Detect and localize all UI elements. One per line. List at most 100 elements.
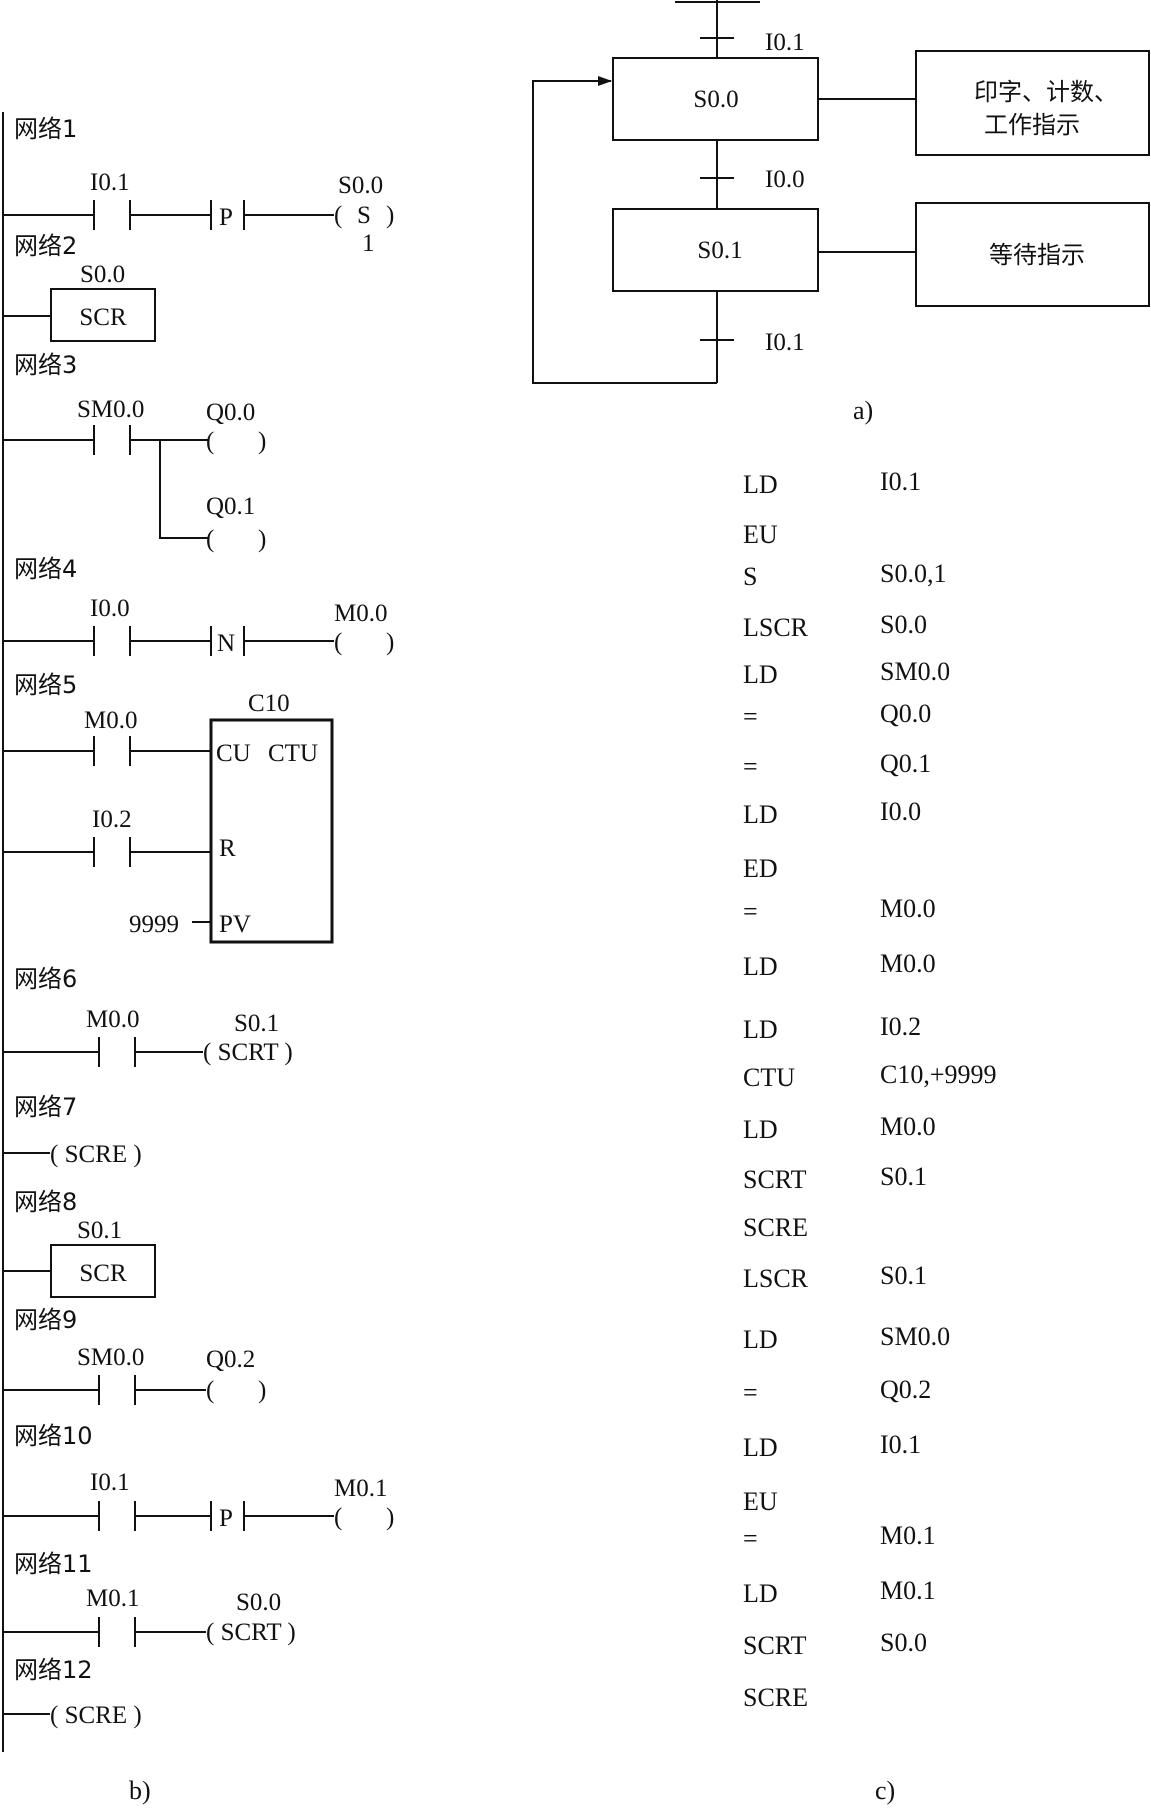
il-arg-10: M0.0: [880, 894, 936, 923]
network-5-pin-type: CTU: [268, 740, 318, 767]
network-5-title: 网络5: [14, 671, 77, 699]
network-5-r-contact-label: I0.2: [92, 806, 132, 833]
il-op-15: SCRT: [743, 1165, 807, 1194]
network-3-title: 网络3: [14, 351, 77, 379]
il-op-7: =: [743, 752, 758, 781]
il-op-16: SCRE: [743, 1213, 808, 1242]
il-arg-6: Q0.0: [880, 699, 931, 728]
il-op-6: =: [743, 702, 758, 731]
il-arg-18: SM0.0: [880, 1322, 950, 1351]
il-arg-3: S0.0,1: [880, 559, 946, 588]
network-9-contact-label: SM0.0: [77, 1344, 144, 1371]
il-op-24: SCRT: [743, 1631, 807, 1660]
il-op-11: LD: [743, 952, 778, 981]
network-5-pin-r: R: [219, 835, 236, 862]
il-arg-12: I0.2: [880, 1012, 921, 1041]
il-op-10: =: [743, 897, 758, 926]
il-op-18: LD: [743, 1325, 778, 1354]
il-op-23: LD: [743, 1579, 778, 1608]
sfc-step-s00-box: [612, 57, 819, 141]
sfc-action-s01-box: [915, 202, 1150, 307]
network-10-edge-label: P: [219, 1505, 233, 1532]
network-2-scr-box: [50, 288, 156, 342]
ladder-network-3: 网络3 SM0.0 Q0.0 ( ) Q0.1 ( ): [3, 351, 266, 553]
il-arg-22: M0.1: [880, 1521, 936, 1550]
network-8-box-label: SCR: [79, 1260, 127, 1287]
il-op-14: LD: [743, 1115, 778, 1144]
network-4-coil-open: (: [334, 629, 342, 656]
ladder-network-10: 网络10 I0.1 P M0.1 ( ): [3, 1422, 394, 1532]
sfc-transition-top-label: I0.1: [765, 29, 805, 56]
network-2-address: S0.0: [80, 261, 125, 288]
ladder-network-8: 网络8 S0.1 SCR: [3, 1188, 156, 1298]
sfc-diagram: I0.1 S0.0 印字、计数、 工作指示 I0.0 S0.1 等待指示 I0.…: [532, 0, 1150, 425]
network-9-coil-close: ): [258, 1377, 266, 1404]
network-1-contact-label: I0.1: [90, 169, 130, 196]
il-arg-4: S0.0: [880, 610, 927, 639]
network-11-coil-address: S0.0: [236, 1589, 281, 1616]
ladder-network-12: 网络12 ( SCRE ): [3, 1656, 142, 1729]
network-1-title: 网络1: [14, 115, 77, 143]
network-11-title: 网络11: [14, 1550, 93, 1578]
network-5-pin-pv: PV: [219, 911, 251, 938]
sfc-loop-arrow: [532, 76, 717, 384]
ladder-network-5: 网络5 C10 M0.0 CU CTU I0.2 R 9999 PV: [3, 671, 334, 944]
network-7-title: 网络7: [14, 1093, 77, 1121]
network-4-edge-label: N: [217, 630, 235, 657]
network-4-coil-close: ): [386, 629, 394, 656]
ladder-network-2: 网络2 S0.0 SCR: [3, 232, 156, 342]
il-arg-15: S0.1: [880, 1162, 927, 1191]
ladder-network-6: 网络6 M0.0 S0.1 ( SCRT ): [3, 965, 293, 1067]
network-6-coil-address: S0.1: [234, 1010, 279, 1037]
il-op-2: EU: [743, 520, 778, 549]
network-6-title: 网络6: [14, 965, 77, 993]
il-op-19: =: [743, 1378, 758, 1407]
network-11-contact-label: M0.1: [86, 1585, 139, 1612]
ladder-network-4: 网络4 I0.0 N M0.0 ( ): [3, 555, 394, 657]
network-5-pin-cu: CU: [216, 740, 251, 767]
network-1-coil-close: ): [386, 202, 394, 229]
il-op-5: LD: [743, 660, 778, 689]
sfc-action-s01-label: 等待指示: [989, 241, 1085, 269]
network-9-coil-address: Q0.2: [206, 1346, 255, 1373]
network-1-coil-address: S0.0: [338, 172, 383, 199]
network-5-pv-value: 9999: [129, 911, 179, 938]
network-4-title: 网络4: [14, 555, 77, 583]
network-5-ctu-block: [209, 718, 334, 944]
network-3-coil1-close: ): [258, 428, 266, 455]
network-3-branch: [159, 440, 209, 539]
network-8-title: 网络8: [14, 1188, 77, 1216]
network-5-counter-name: C10: [248, 690, 290, 717]
il-op-22: =: [743, 1524, 758, 1553]
network-4-coil-address: M0.0: [334, 600, 387, 627]
sfc-step-s01-box: [612, 208, 819, 292]
network-3-coil1-open: (: [206, 428, 214, 455]
il-arg-23: M0.1: [880, 1576, 936, 1605]
network-10-coil-address: M0.1: [334, 1475, 387, 1502]
il-op-1: LD: [743, 470, 778, 499]
network-5-cu-contact-label: M0.0: [84, 707, 137, 734]
il-arg-14: M0.0: [880, 1112, 936, 1141]
network-10-title: 网络10: [14, 1422, 93, 1450]
ladder-network-11: 网络11 M0.1 S0.0 ( SCRT ): [3, 1550, 296, 1647]
network-10-contact-label: I0.1: [90, 1469, 130, 1496]
network-10-coil-close: ): [386, 1504, 394, 1531]
il-op-13: CTU: [743, 1063, 795, 1092]
il-arg-19: Q0.2: [880, 1375, 931, 1404]
il-arg-13: C10,+9999: [880, 1060, 997, 1089]
sfc-step-s00-label: S0.0: [693, 86, 738, 113]
network-10-coil-open: (: [334, 1504, 342, 1531]
sfc-transition-mid-label: I0.0: [765, 166, 805, 193]
ladder-network-7: 网络7 ( SCRE ): [3, 1093, 142, 1168]
il-op-17: LSCR: [743, 1264, 809, 1293]
il-op-12: LD: [743, 1015, 778, 1044]
sfc-transition-bottom-label: I0.1: [765, 329, 805, 356]
network-11-coil: ( SCRT ): [206, 1619, 296, 1646]
network-1-coil-count: 1: [362, 230, 375, 257]
il-op-21: EU: [743, 1487, 778, 1516]
il-op-8: LD: [743, 800, 778, 829]
il-arg-11: M0.0: [880, 949, 936, 978]
ladder-diagram: 网络1 I0.1 P S0.0 ( S ) 1 网络2 S0.0 SCR 网络: [2, 112, 394, 1805]
network-8-scr-box: [50, 1244, 156, 1298]
